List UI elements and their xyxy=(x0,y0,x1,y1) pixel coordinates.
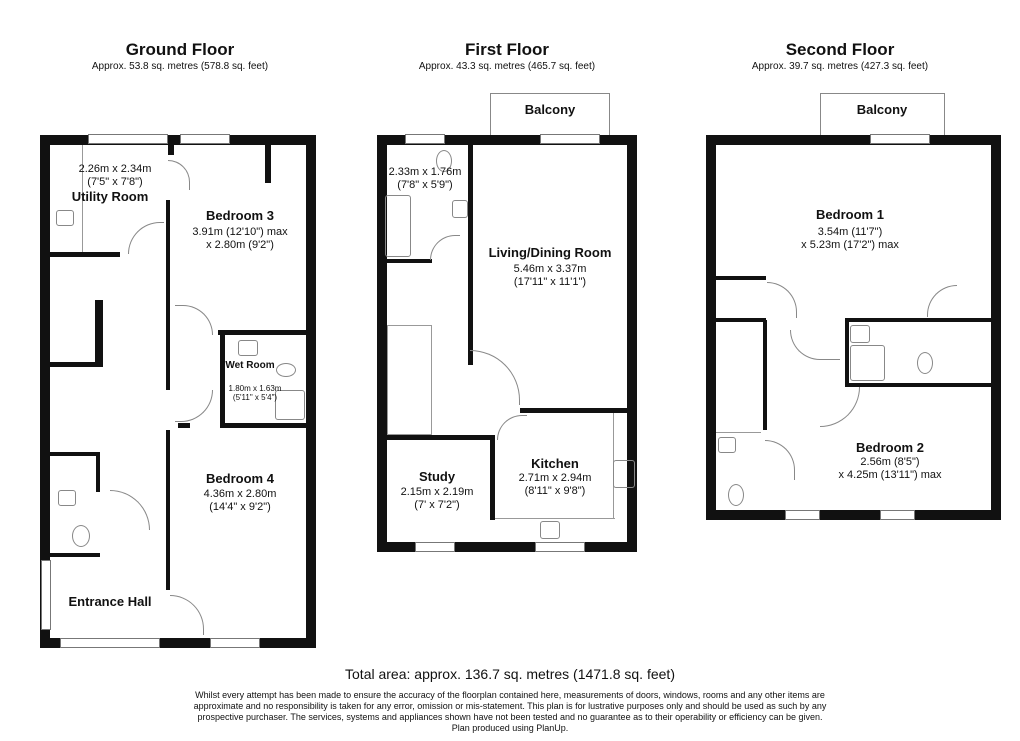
ground-floor-area: Approx. 53.8 sq. metres (578.8 sq. feet) xyxy=(91,61,269,72)
room-dims: 1.80m x 1.63m xyxy=(228,384,282,393)
sink-icon xyxy=(56,210,74,226)
sink-icon xyxy=(850,325,870,343)
room-name-bedroom-2: Bedroom 2 xyxy=(856,440,924,455)
room-name-study: Study xyxy=(418,469,456,484)
bath-icon xyxy=(385,195,411,257)
room-dims: (7'8" x 5'9") xyxy=(397,179,453,191)
ground-floor-title: Ground Floor xyxy=(125,40,235,59)
room-dims: (17'11" x 11'1") xyxy=(513,276,587,288)
room-name-utility-room: Utility Room xyxy=(71,189,149,204)
total-area: Total area: approx. 136.7 sq. metres (14… xyxy=(345,666,675,682)
room-name-balcony: Balcony xyxy=(856,102,908,117)
room-dims: (5'11" x 5'4") xyxy=(232,393,278,402)
room-dims: 2.15m x 2.19m xyxy=(400,486,474,498)
disclaimer-line: Whilst every attempt has been made to en… xyxy=(195,690,825,700)
disclaimer-line: Plan produced using PlanUp. xyxy=(451,723,569,733)
room-name-living-dining-room: Living/Dining Room xyxy=(488,245,612,260)
sink-icon xyxy=(718,437,736,453)
disclaimer: Whilst every attempt has been made to en… xyxy=(0,690,1020,734)
first-floor-title: First Floor xyxy=(464,40,550,59)
room-name-balcony: Balcony xyxy=(524,102,576,117)
room-dims: (7' x 7'2") xyxy=(414,499,460,511)
first-floor-area: Approx. 43.3 sq. metres (465.7 sq. feet) xyxy=(418,61,596,72)
shower-icon xyxy=(850,345,885,381)
room-name-wet-room: Wet Room xyxy=(225,360,275,371)
toilet-icon xyxy=(917,352,933,374)
room-dims: (7'5" x 7'8") xyxy=(87,176,143,188)
second-floor-title: Second Floor xyxy=(785,40,895,59)
sink-icon xyxy=(238,340,258,356)
room-dims: x 2.80m (9'2") xyxy=(206,239,274,251)
room-name-bedroom-4: Bedroom 4 xyxy=(206,471,274,486)
room-name-bedroom-1: Bedroom 1 xyxy=(816,207,884,222)
room-name-entrance-hall: Entrance Hall xyxy=(68,594,152,609)
room-dims: 4.36m x 2.80m xyxy=(203,488,277,500)
toilet-icon xyxy=(72,525,90,547)
room-dims: 3.54m (11'7") xyxy=(817,226,883,238)
disclaimer-line: approximate and no responsibility is tak… xyxy=(193,701,827,711)
toilet-icon xyxy=(728,484,744,506)
room-dims: x 5.23m (17'2") max xyxy=(801,239,899,251)
disclaimer-line: prospective purchaser. The services, sys… xyxy=(197,712,823,722)
room-dims: 3.91m (12'10") max xyxy=(192,226,288,238)
room-dims: (14'4" x 9'2") xyxy=(209,501,271,513)
room-dims: (8'11" x 9'8") xyxy=(524,485,586,497)
hob-icon xyxy=(613,460,635,488)
sink-icon xyxy=(452,200,468,218)
room-name-kitchen: Kitchen xyxy=(531,456,579,471)
sink-icon xyxy=(540,521,560,539)
room-dims: 5.46m x 3.37m xyxy=(513,263,587,275)
toilet-icon xyxy=(276,363,296,377)
toilet-icon xyxy=(436,150,452,172)
room-dims: 2.33m x 1.76m xyxy=(388,166,462,178)
room-dims: 2.56m (8'5") xyxy=(860,456,920,468)
room-name-bedroom-3: Bedroom 3 xyxy=(206,208,274,223)
shower-icon xyxy=(275,390,305,420)
sink-icon xyxy=(58,490,76,506)
room-dims: x 4.25m (13'11") max xyxy=(838,469,942,481)
room-dims: 2.26m x 2.34m xyxy=(78,163,152,175)
second-floor-area: Approx. 39.7 sq. metres (427.3 sq. feet) xyxy=(751,61,929,72)
room-dims: 2.71m x 2.94m xyxy=(518,472,592,484)
